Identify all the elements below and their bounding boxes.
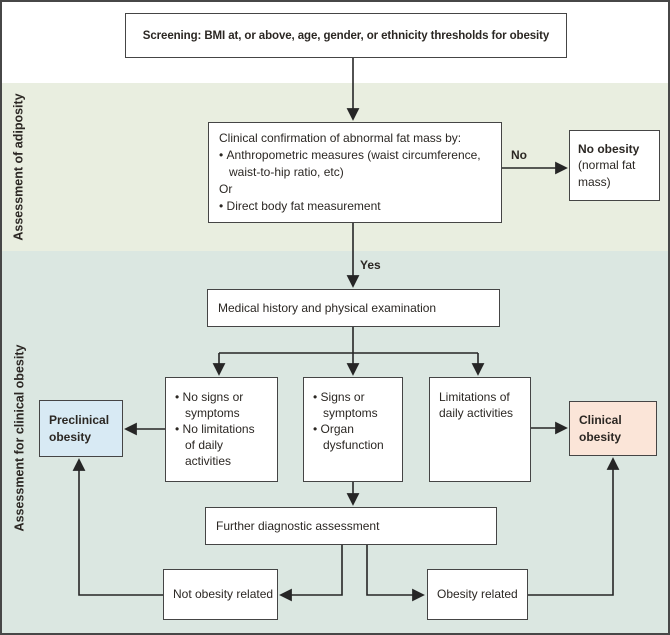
no-signs-bullet-2: No limitations of daily activities xyxy=(175,421,265,469)
node-further-diagnostic: Further diagnostic assessment xyxy=(205,507,497,545)
node-limitations: Limitations of daily activities xyxy=(429,377,531,482)
adiposity-bullet-direct-measurement: Direct body fat measurement xyxy=(219,198,499,215)
node-adiposity-confirmation: Clinical confirmation of abnormal fat ma… xyxy=(208,122,502,223)
node-signs-or-symptoms: Signs or symptoms Organ dysfunction xyxy=(303,377,403,482)
node-preclinical-obesity: Preclinical obesity xyxy=(39,400,123,457)
node-no-obesity: No obesity (normal fat mass) xyxy=(569,130,660,201)
node-medical-history: Medical history and physical examination xyxy=(207,289,500,327)
node-no-signs-or-symptoms: No signs or symptoms No limitations of d… xyxy=(165,377,278,482)
no-obesity-subtitle: (normal fat mass) xyxy=(578,158,636,189)
section-label-clinical-obesity-text: Assessment for clinical obesity xyxy=(12,344,27,532)
node-clinical-obesity: Clinical obesity xyxy=(569,401,657,456)
edge-label-no: No xyxy=(511,148,527,162)
edge-label-yes: Yes xyxy=(360,258,381,272)
no-signs-bullet-1: No signs or symptoms xyxy=(175,389,265,421)
adiposity-or: Or xyxy=(219,182,233,196)
adiposity-bullet-anthropometric: Anthropometric measures (waist circumfer… xyxy=(219,147,499,181)
no-obesity-title: No obesity xyxy=(578,141,640,156)
signs-bullet-1: Signs or symptoms xyxy=(313,389,392,421)
signs-bullet-2: Organ dysfunction xyxy=(313,421,392,453)
further-diagnostic-text: Further diagnostic assessment xyxy=(216,519,380,533)
node-screening: Screening: BMI at, or above, age, gender… xyxy=(125,13,567,58)
node-not-obesity-related: Not obesity related xyxy=(163,569,278,620)
adiposity-intro: Clinical confirmation of abnormal fat ma… xyxy=(219,131,462,145)
node-obesity-related: Obesity related xyxy=(427,569,528,620)
medical-history-text: Medical history and physical examination xyxy=(218,301,437,315)
section-label-adiposity-text: Assessment of adiposity xyxy=(12,93,27,241)
